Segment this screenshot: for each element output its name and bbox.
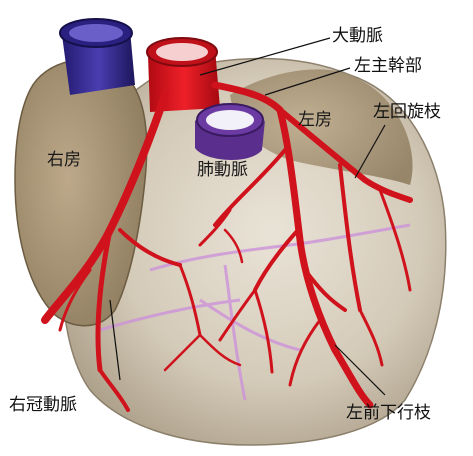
label-aorta: 大動脈 (332, 28, 383, 45)
label-pulmonary-artery: 肺動脈 (197, 162, 248, 179)
label-right-coronary-artery: 右冠動脈 (9, 397, 77, 414)
label-left-circumflex: 左回旋枝 (373, 104, 441, 121)
label-right-atrium: 右房 (47, 152, 81, 169)
label-left-anterior-descending: 左前下行枝 (346, 405, 431, 422)
pulmonary-artery-vessel (195, 104, 265, 160)
aorta-vessel (147, 38, 220, 112)
superior-vena-cava (60, 19, 135, 95)
label-left-atrium: 左房 (298, 112, 332, 129)
label-left-main-trunk: 左主幹部 (354, 58, 422, 75)
